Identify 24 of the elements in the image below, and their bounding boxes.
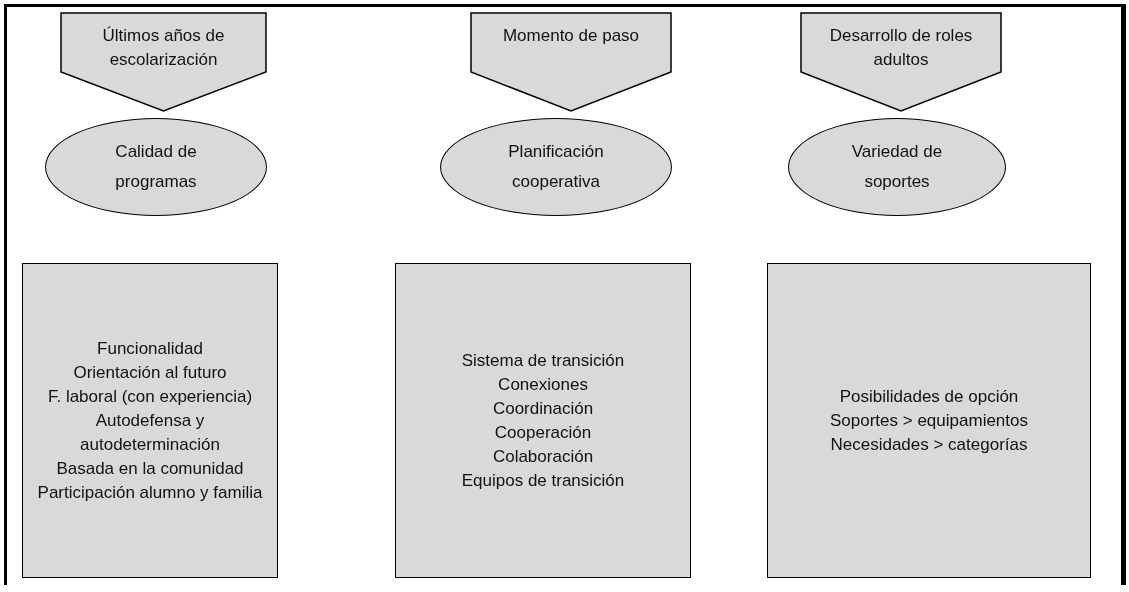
list-item: Funcionalidad — [97, 337, 203, 360]
list-item: Basada en la comunidad — [56, 457, 244, 480]
ellipse-text: Planificación cooperativa — [507, 141, 605, 193]
list-item: F. laboral (con experiencia) — [47, 385, 253, 408]
list-item: Participación alumno y familia — [37, 481, 263, 504]
list-item: Conexiones — [498, 373, 588, 396]
list-item: Equipos de transición — [461, 469, 625, 492]
list-box — [22, 263, 278, 578]
stage-heading: Desarrollo de roles adultos — [828, 25, 974, 71]
list-box — [767, 263, 1091, 578]
list-box — [395, 263, 691, 578]
list-item: Necesidades > categorías — [830, 433, 1028, 456]
list-item: Orientación al futuro — [73, 361, 227, 384]
list-item: Colaboración — [492, 445, 594, 468]
list-item: Soportes > equipamientos — [830, 409, 1028, 432]
stage-heading: Últimos años de escolarización — [101, 25, 226, 71]
list-item: Sistema de transición — [461, 349, 625, 372]
list-item: Posibilidades de opción — [839, 385, 1019, 408]
stage-heading: Momento de paso — [502, 25, 640, 47]
ellipse-text: Variedad de soportes — [850, 141, 944, 193]
list-item: Coordinación — [492, 397, 594, 420]
ellipse-text: Calidad de programas — [114, 141, 198, 193]
list-item: Autodefensa y autodeterminación — [79, 409, 221, 456]
list-item: Cooperación — [494, 421, 592, 444]
